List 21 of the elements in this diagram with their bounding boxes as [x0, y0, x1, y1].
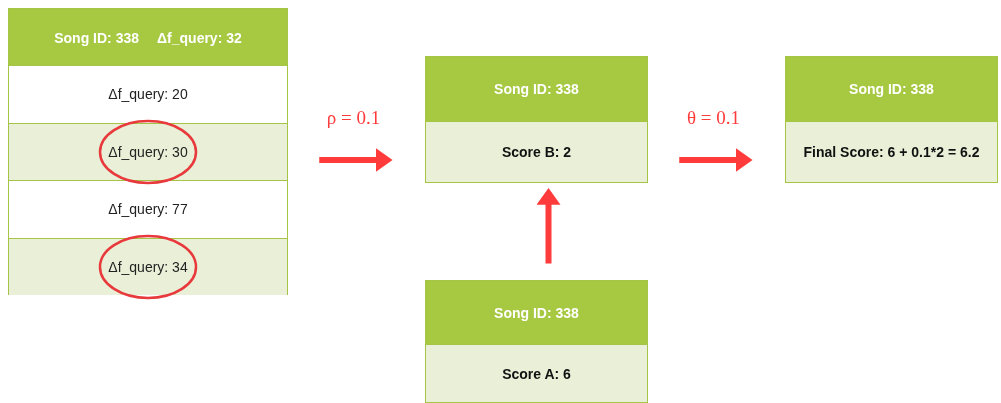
row-text: Δf_query: 30	[108, 143, 188, 160]
table-row	[9, 122, 287, 180]
table-row	[9, 237, 287, 295]
arrow	[679, 148, 753, 172]
arrow	[536, 187, 561, 264]
score-text: Score B: 2	[501, 144, 572, 160]
score-card	[425, 280, 648, 403]
score-card	[785, 56, 998, 183]
row-text: Δf_query: 20	[108, 86, 188, 103]
table	[8, 8, 288, 295]
score-text: Final Score: 6 + 0.1*2 = 6.2	[803, 144, 980, 160]
header-text: Song ID: 338	[849, 81, 934, 97]
score-card	[425, 56, 648, 183]
header-text: Song ID: 338	[54, 29, 139, 46]
header-text: Song ID: 338	[494, 304, 579, 321]
score-text: Score A: 6	[502, 365, 571, 382]
row-text: Δf_query: 34	[108, 258, 188, 275]
arrow	[319, 148, 393, 172]
header-text: Δf_query: 32	[157, 29, 242, 46]
header-text: Song ID: 338	[494, 81, 579, 97]
row-text: Δf_query: 77	[108, 201, 188, 218]
